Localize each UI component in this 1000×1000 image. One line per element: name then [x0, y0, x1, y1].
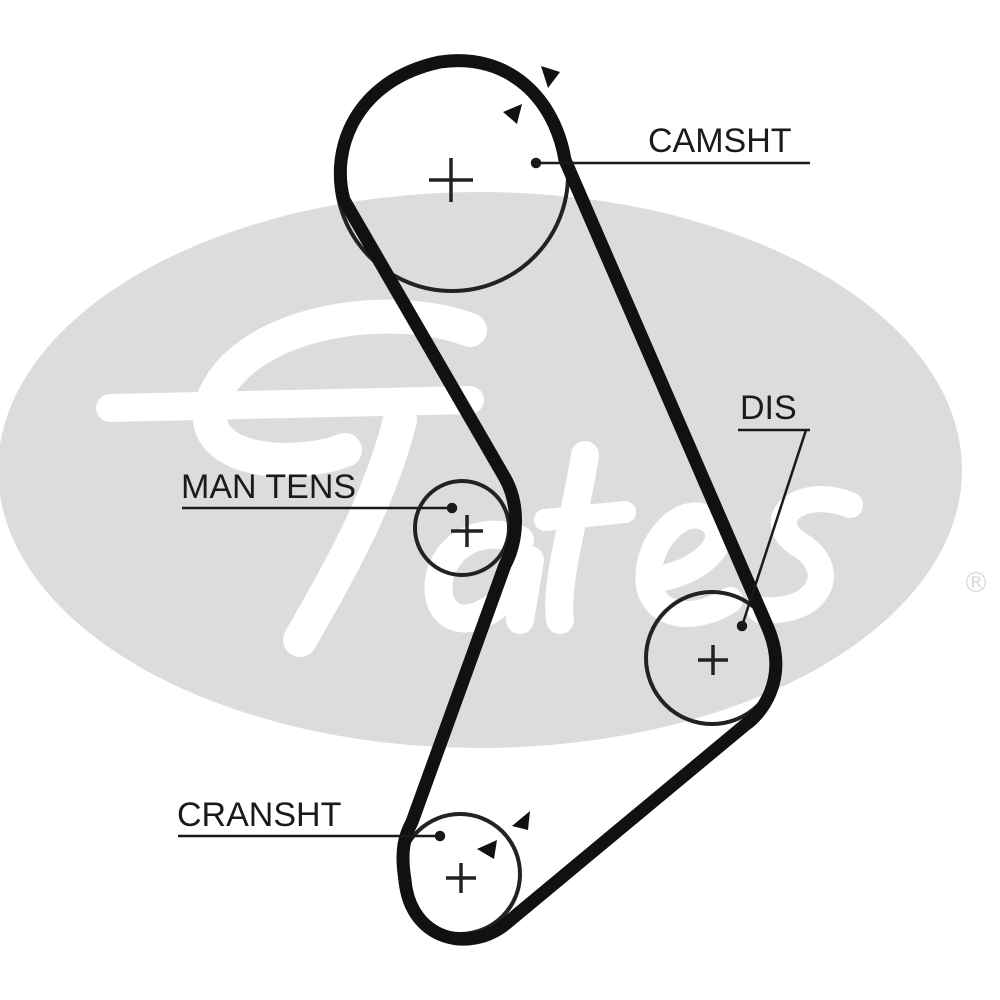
- registered-mark: ®: [962, 566, 990, 599]
- distributor-label: DIS: [740, 389, 797, 427]
- triangle-arrow-icon: [477, 840, 497, 859]
- distributor-leader: [736, 428, 810, 632]
- tensioner-leader: [182, 502, 458, 514]
- camshaft-label: CAMSHT: [648, 122, 792, 160]
- camshaft-leader: [530, 157, 810, 169]
- logo-wordmark: [96, 299, 863, 657]
- plus-icon: [429, 158, 473, 202]
- crankshaft-label: CRANSHT: [177, 796, 341, 834]
- crankshaft-leader: [178, 830, 446, 842]
- timing-belt: [333, 54, 783, 946]
- logo-oval: [0, 192, 962, 748]
- plus-icon: [446, 863, 476, 893]
- triangle-arrow-icon: [503, 104, 522, 124]
- tensioner-label: MAN TENS: [181, 468, 356, 506]
- rotation-arrows: [477, 66, 560, 859]
- leader-lines: [178, 157, 810, 842]
- plus-icon: [698, 645, 728, 675]
- center-markers: [429, 158, 728, 893]
- plus-icon: [451, 515, 483, 547]
- triangle-arrow-icon: [541, 66, 560, 88]
- triangle-arrow-icon: [512, 811, 530, 830]
- gates-logo: ®: [0, 192, 990, 748]
